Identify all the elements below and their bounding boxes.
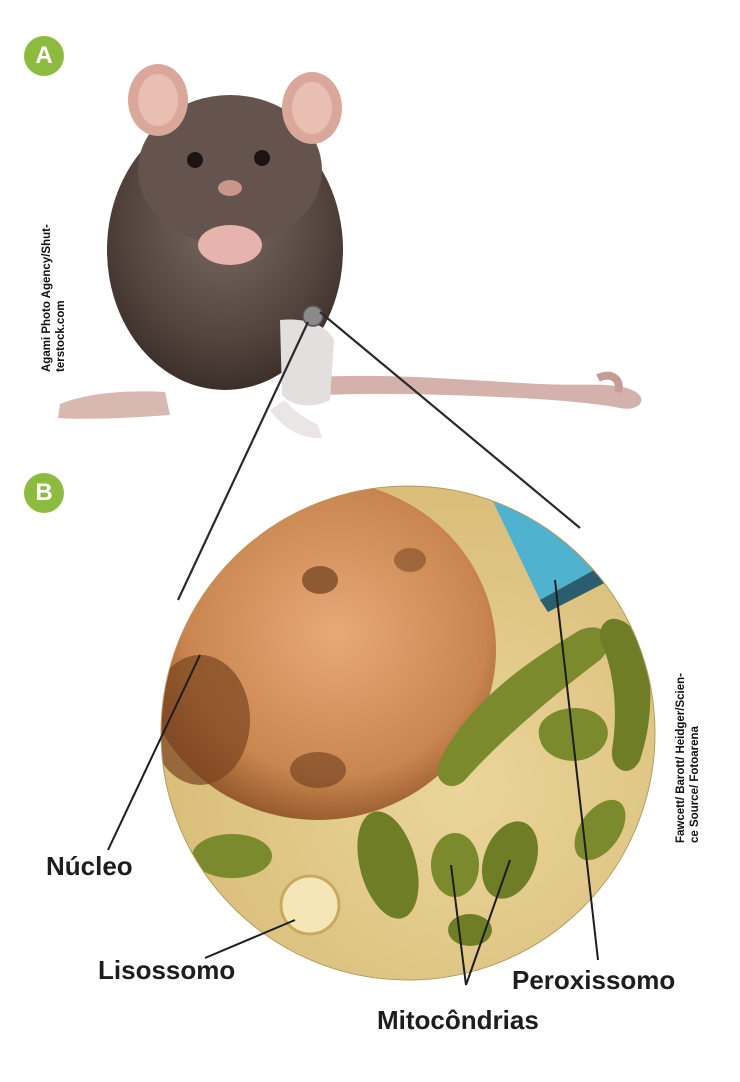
mouse-photo-credit: Agami Photo Agency/Shut- terstock.com <box>40 224 68 372</box>
mouse-right-foot <box>270 400 322 439</box>
badge-b: B <box>24 473 64 513</box>
peroxisome-label: Peroxissomo <box>512 965 676 995</box>
lysosome-label: Lisossomo <box>98 955 236 985</box>
mitochondrion <box>574 799 626 861</box>
mitochondrion <box>431 833 479 897</box>
mouse-credit-line-1: Agami Photo Agency/Shut- <box>41 224 53 372</box>
mouse-credit-line-2: terstock.com <box>55 300 67 372</box>
mouse-left-foot <box>58 391 170 419</box>
mouse-paws <box>198 225 262 265</box>
mitochondrion <box>437 627 610 787</box>
mitochondrion <box>599 618 651 771</box>
mouse-tail <box>300 375 642 409</box>
lysosome-region <box>279 874 341 936</box>
micrograph-credit: Fawcett/ Barott/ Heidger/Scien- ce Sourc… <box>674 673 702 843</box>
mitochondrion <box>357 811 419 919</box>
micrograph <box>161 486 655 980</box>
micrograph-credit-line-2: ce Source/ Fotoarena <box>689 726 701 843</box>
zoom-origin <box>302 305 324 327</box>
mouse-head <box>138 95 322 245</box>
mitochondrion <box>192 834 272 878</box>
badge-a: A <box>24 36 64 76</box>
micrograph-credit-line-1: Fawcett/ Barott/ Heidger/Scien- <box>675 673 687 843</box>
mitochondria-label: Mitocôndrias <box>377 1005 539 1035</box>
nucleus-label: Núcleo <box>46 851 133 881</box>
